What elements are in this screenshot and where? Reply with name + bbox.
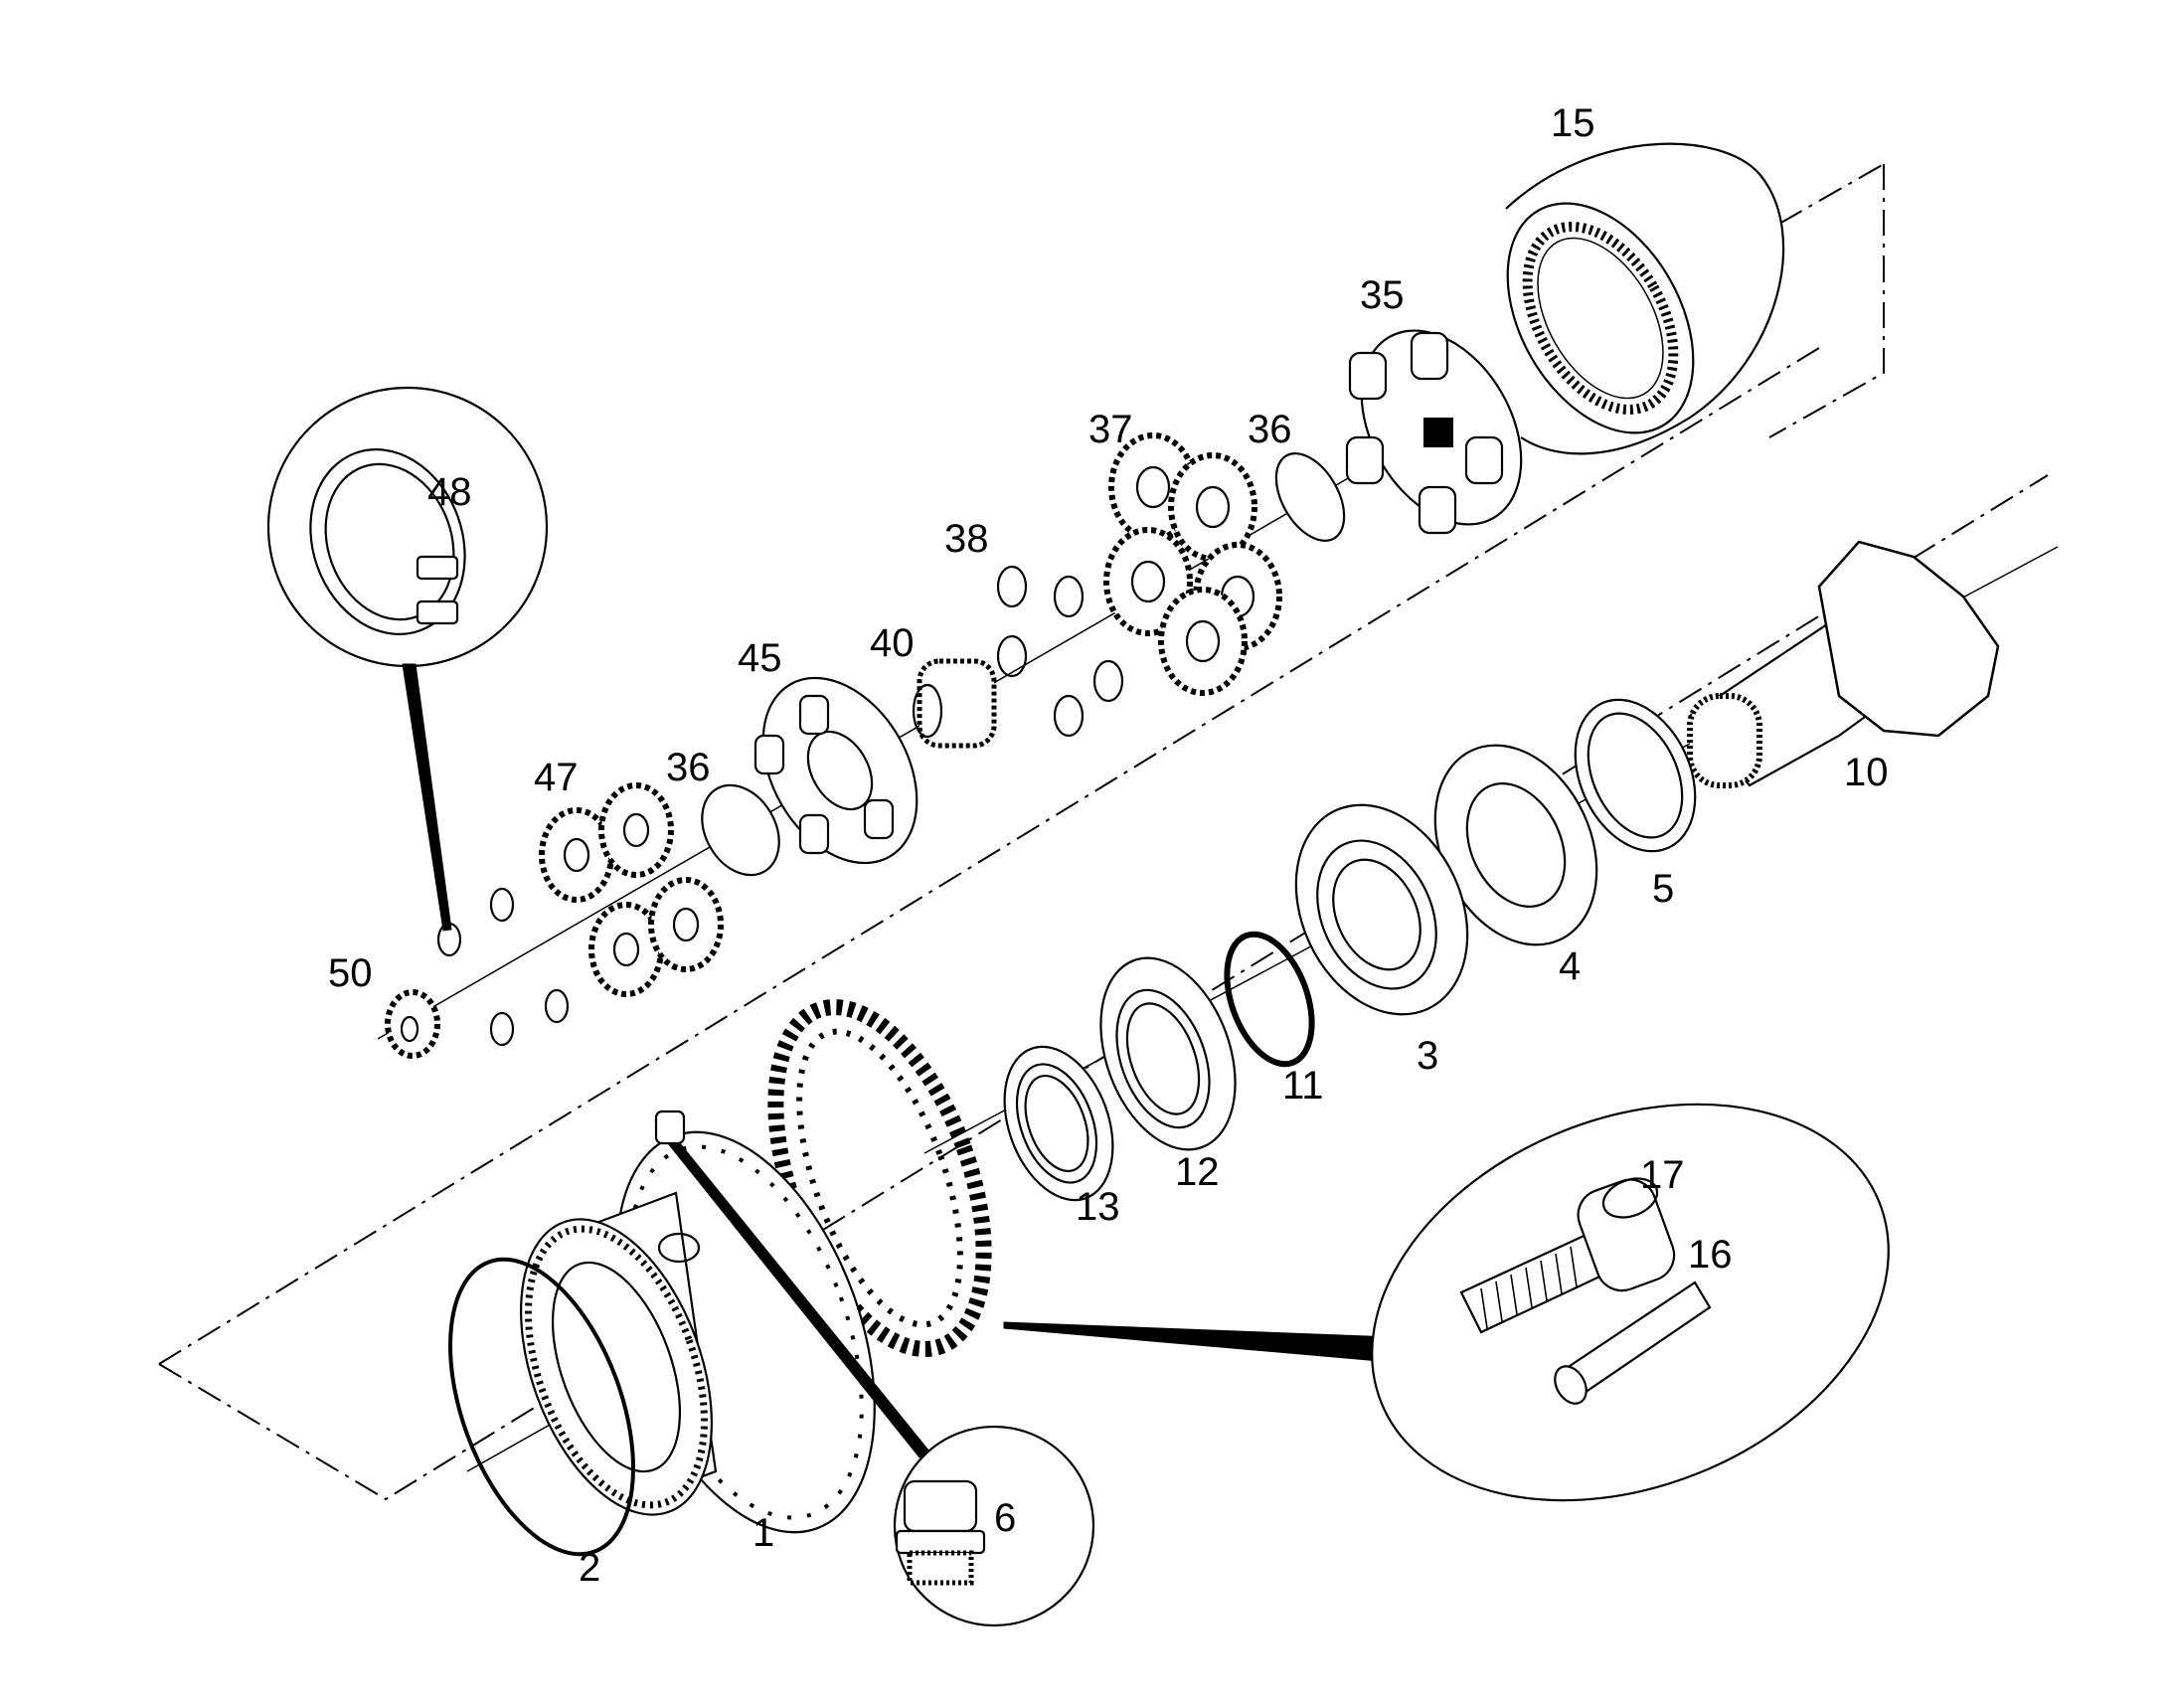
part-38-retaining-rings bbox=[996, 565, 1124, 738]
callout-45: 45 bbox=[738, 636, 782, 680]
part-40-sun-gear bbox=[912, 658, 997, 749]
callout-35: 35 bbox=[1360, 273, 1405, 317]
callout-3: 3 bbox=[1417, 1034, 1438, 1078]
part-11-snap-ring bbox=[1224, 931, 1315, 1068]
part-45-planet-carrier bbox=[753, 676, 919, 865]
callout-2: 2 bbox=[579, 1546, 600, 1590]
part-13-oil-seal bbox=[1003, 1045, 1114, 1202]
part-36-thrust-washer-upper bbox=[1274, 452, 1346, 542]
callout-50: 50 bbox=[328, 951, 373, 995]
callout-5: 5 bbox=[1652, 867, 1674, 911]
callout-1: 1 bbox=[752, 1511, 774, 1555]
part-5-shim bbox=[1574, 698, 1697, 853]
callout-15: 15 bbox=[1551, 101, 1595, 145]
callout-36-upper: 36 bbox=[1248, 408, 1292, 451]
part-12-bearing bbox=[1099, 956, 1237, 1151]
callout-37: 37 bbox=[1088, 408, 1133, 451]
callout-16: 16 bbox=[1688, 1233, 1733, 1277]
callout-48: 48 bbox=[427, 470, 472, 514]
callout-11: 11 bbox=[1282, 1064, 1324, 1108]
callout-labels: 1 2 3 4 5 6 10 11 12 13 15 16 17 35 36 3… bbox=[328, 101, 1889, 1590]
part-35-planet-carrier bbox=[1345, 329, 1523, 535]
callout-6: 6 bbox=[994, 1496, 1016, 1540]
callout-47: 47 bbox=[534, 756, 579, 799]
part-10-pinion-shaft bbox=[1687, 540, 2000, 788]
part-3-bearing bbox=[1294, 803, 1469, 1016]
part-36-thrust-washer-lower bbox=[701, 783, 780, 877]
callout-17: 17 bbox=[1640, 1153, 1685, 1197]
part-50-sun-gear bbox=[385, 989, 440, 1059]
part-48-detail-circlip bbox=[266, 386, 549, 932]
part-1-housing bbox=[520, 1130, 876, 1534]
part-47-planet-gears bbox=[539, 782, 724, 997]
retaining-rings-stage-2 bbox=[436, 887, 570, 1047]
callout-13: 13 bbox=[1076, 1185, 1120, 1229]
part-2-o-ring bbox=[448, 1257, 635, 1557]
part-37-planet-gears bbox=[1103, 432, 1282, 696]
callout-10: 10 bbox=[1844, 751, 1889, 794]
callout-38: 38 bbox=[944, 517, 989, 561]
callout-40: 40 bbox=[870, 621, 915, 665]
part-6-plug-detail bbox=[654, 1110, 1095, 1627]
callout-36-lower: 36 bbox=[666, 746, 711, 789]
parts-16-17-detail bbox=[1371, 1103, 1890, 1502]
callout-12: 12 bbox=[1175, 1150, 1220, 1194]
part-15-ring-gear bbox=[1505, 142, 1785, 455]
callout-4: 4 bbox=[1559, 944, 1581, 988]
